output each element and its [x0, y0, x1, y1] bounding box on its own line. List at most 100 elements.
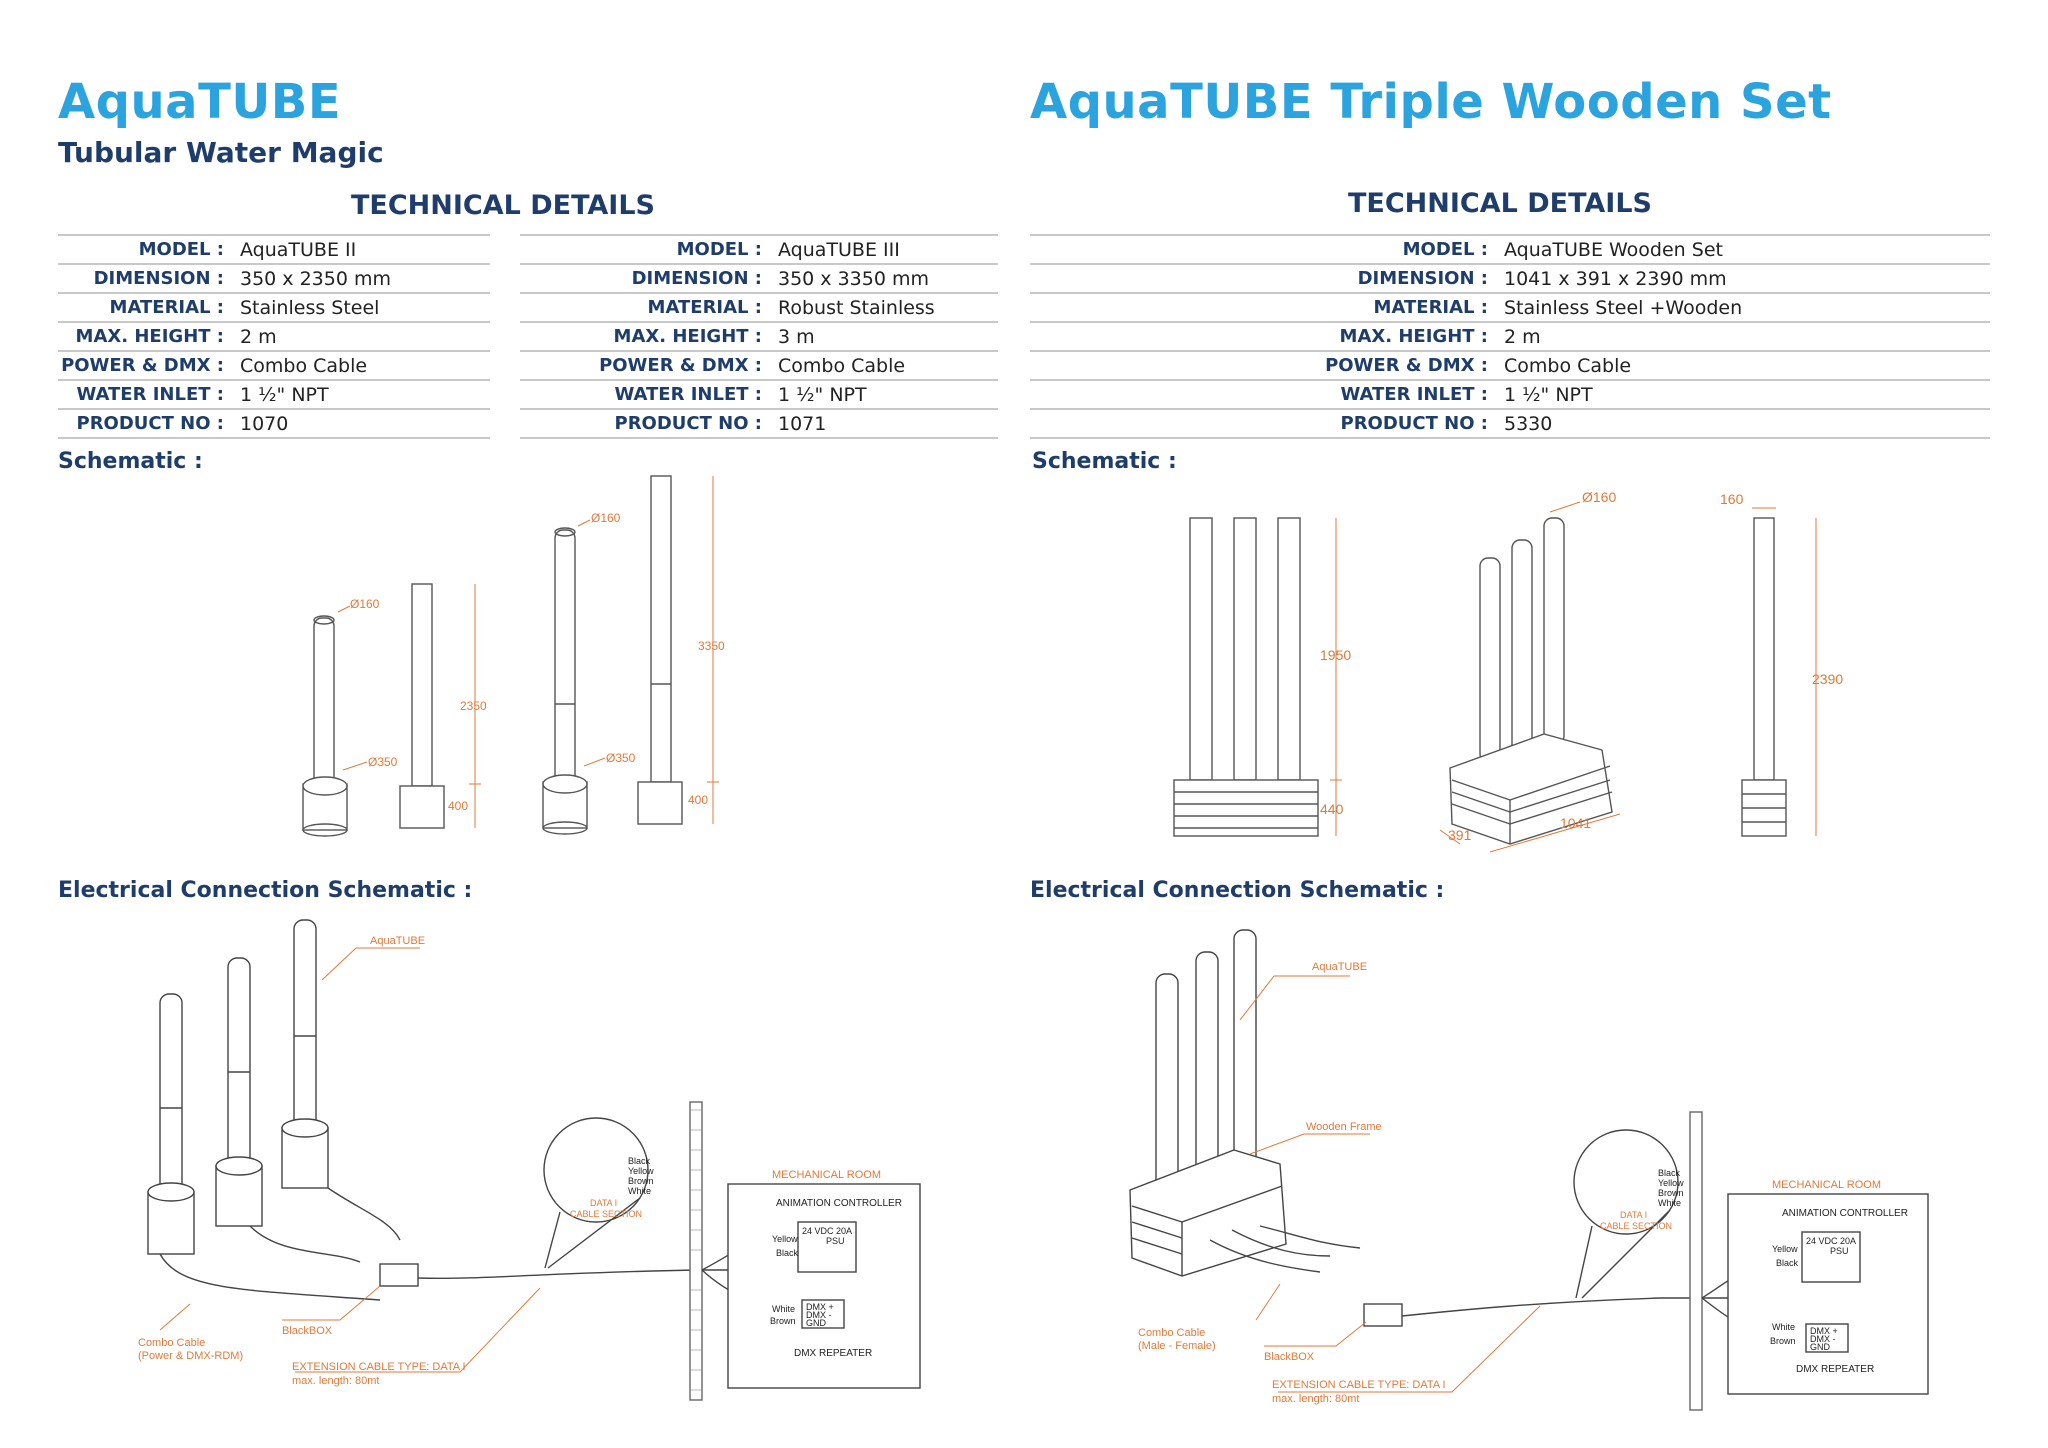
label-gnd-triple: GND: [1810, 1342, 1831, 1352]
tech-details-title: TECHNICAL DETAILS: [350, 190, 655, 221]
spec-key: WATER INLET :: [58, 380, 230, 410]
spec-key: PRODUCT NO :: [520, 409, 768, 439]
aquatube-ii-side-drawing: [399, 583, 445, 829]
label-dmx-minus: DMX -: [806, 1310, 832, 1320]
wire-white: White: [628, 1186, 651, 1196]
label-extension-length: max. length: 80mt: [292, 1375, 379, 1387]
spec-key: POWER & DMX :: [520, 351, 768, 381]
spec-key: PRODUCT NO :: [1030, 409, 1494, 439]
spec-key: WATER INLET :: [1030, 380, 1494, 410]
wire-brown-triple: Brown: [1658, 1188, 1684, 1198]
label-animation-controller-triple: ANIMATION CONTROLLER: [1782, 1208, 1908, 1219]
electrical-schematic-label: Electrical Connection Schematic :: [58, 878, 473, 903]
wooden-set-front-drawing: [1173, 517, 1319, 837]
spec-row: MODEL :AquaTUBE Wooden Set: [1030, 234, 1990, 265]
spec-key: MATERIAL :: [520, 293, 768, 323]
label-psu-triple: 24 VDC 20A: [1806, 1236, 1856, 1246]
spec-row: MATERIAL :Stainless Steel: [58, 293, 490, 323]
spec-key: POWER & DMX :: [1030, 351, 1494, 381]
label-wooden-frame: Wooden Frame: [1306, 1121, 1382, 1133]
aquatube-iii-side-drawing: [637, 475, 683, 825]
spec-value: Combo Cable: [768, 351, 998, 381]
spec-key: MAX. HEIGHT :: [520, 322, 768, 352]
label-combo-cable-triple: Combo Cable: [1138, 1327, 1205, 1339]
spec-key: MATERIAL :: [58, 293, 230, 323]
label-dmx-repeater-triple: DMX REPEATER: [1796, 1364, 1874, 1375]
product-subtitle: Tubular Water Magic: [58, 136, 384, 169]
spec-value: AquaTUBE Wooden Set: [1494, 234, 1990, 265]
dim-d160-a: Ø160: [350, 597, 380, 611]
label-psu: 24 VDC 20A: [802, 1226, 852, 1236]
schematic-label-triple: Schematic :: [1032, 449, 1177, 474]
spec-value: AquaTUBE II: [230, 234, 490, 265]
label-white: White: [772, 1304, 795, 1314]
dim-d160: Ø160: [1582, 489, 1616, 505]
label-black: Black: [776, 1248, 799, 1258]
spec-value: 1070: [230, 409, 490, 439]
spec-value: 1 ½" NPT: [230, 380, 490, 410]
spec-value: 3 m: [768, 322, 998, 352]
label-psu2-triple: PSU: [1830, 1246, 1849, 1256]
spec-value: 350 x 3350 mm: [768, 264, 998, 294]
dim-391: 391: [1448, 827, 1472, 843]
label-white-triple: White: [1772, 1322, 1795, 1332]
wire-yellow: Yellow: [628, 1166, 654, 1176]
dim-2350: 2350: [460, 699, 487, 713]
spec-row: MAX. HEIGHT :3 m: [520, 322, 998, 352]
spec-value: Robust Stainless: [768, 293, 998, 323]
product-title: AquaTUBE: [58, 74, 342, 130]
dim-1950: 1950: [1320, 647, 1351, 663]
spec-value: AquaTUBE III: [768, 234, 998, 265]
label-brown-triple: Brown: [1770, 1336, 1796, 1346]
aquatube-ii-iso-drawing: [302, 615, 348, 837]
spec-value: 1 ½" NPT: [768, 380, 998, 410]
label-yellow-triple: Yellow: [1772, 1244, 1798, 1254]
spec-key: MAX. HEIGHT :: [1030, 322, 1494, 352]
spec-row: MODEL :AquaTUBE III: [520, 234, 998, 265]
spec-row: POWER & DMX :Combo Cable: [520, 351, 998, 381]
spec-row: DIMENSION :350 x 3350 mm: [520, 264, 998, 294]
label-brown: Brown: [770, 1316, 796, 1326]
wooden-set-iso-drawing: [1449, 517, 1613, 845]
spec-key: POWER & DMX :: [58, 351, 230, 381]
spec-key: MAX. HEIGHT :: [58, 322, 230, 352]
spec-row: POWER & DMX :Combo Cable: [58, 351, 490, 381]
spec-row: PRODUCT NO :5330: [1030, 409, 1990, 439]
right-schematic-drawing: 1950 440 Ø160 391 1041 160 2390: [1129, 489, 1929, 1411]
label-yellow: Yellow: [772, 1234, 798, 1244]
spec-value: 1041 x 391 x 2390 mm: [1494, 264, 1990, 294]
wire-white-triple: White: [1658, 1198, 1681, 1208]
spec-value: 1071: [768, 409, 998, 439]
spec-row: DIMENSION :1041 x 391 x 2390 mm: [1030, 264, 1990, 294]
aquatube-iii-iso-drawing: [542, 527, 588, 835]
left-electrical-drawing: [147, 919, 921, 1401]
spec-row: MAX. HEIGHT :2 m: [58, 322, 490, 352]
label-combo-cable: Combo Cable: [138, 1337, 205, 1349]
spec-key: DIMENSION :: [58, 264, 230, 294]
spec-row: PRODUCT NO :1071: [520, 409, 998, 439]
dim-400-b: 400: [688, 793, 708, 807]
label-data1-triple: DATA I: [1620, 1210, 1647, 1220]
right-electrical-drawing: [1129, 929, 1929, 1411]
label-blackbox-triple: BlackBOX: [1264, 1351, 1315, 1363]
spec-row: PRODUCT NO :1070: [58, 409, 490, 439]
dim-d350-b: Ø350: [606, 751, 636, 765]
spec-value: 2 m: [1494, 322, 1990, 352]
dim-3350: 3350: [698, 639, 725, 653]
wire-brown: Brown: [628, 1176, 654, 1186]
spec-value: Combo Cable: [230, 351, 490, 381]
spec-row: MATERIAL :Stainless Steel +Wooden: [1030, 293, 1990, 323]
label-aquatube-triple: AquaTUBE: [1312, 961, 1367, 973]
spec-row: WATER INLET :1 ½" NPT: [58, 380, 490, 410]
spec-value: Combo Cable: [1494, 351, 1990, 381]
label-dmx-plus: DMX +: [806, 1302, 834, 1312]
label-animation-controller: ANIMATION CONTROLLER: [776, 1198, 902, 1209]
spec-row: WATER INLET :1 ½" NPT: [520, 380, 998, 410]
spec-row: MODEL :AquaTUBE II: [58, 234, 490, 265]
label-data1: DATA I: [590, 1198, 617, 1208]
wooden-set-side-drawing: [1741, 517, 1787, 837]
